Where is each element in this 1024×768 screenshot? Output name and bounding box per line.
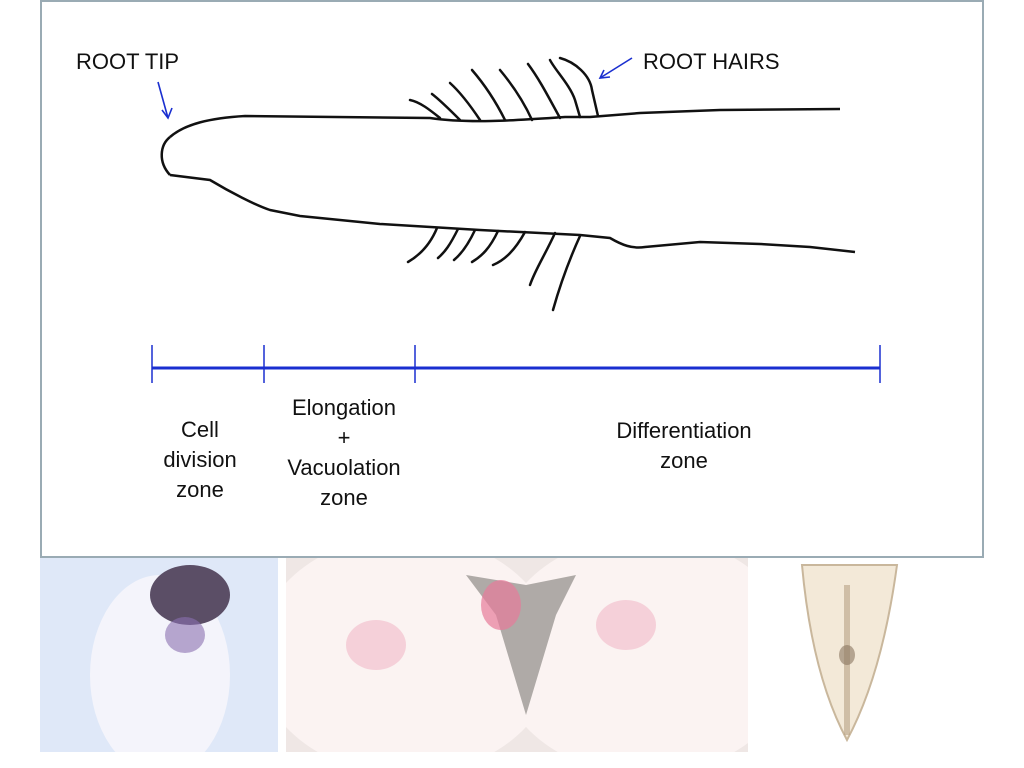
elongation-zone-label: Elongation + Vacuolation zone bbox=[287, 395, 401, 510]
zone-scale-bar bbox=[151, 345, 881, 383]
diagram-panel bbox=[40, 0, 984, 558]
differentiation-zone-label: Differentiation zone bbox=[616, 418, 752, 473]
background-photo-seedling bbox=[40, 555, 278, 752]
root-tip-outline bbox=[160, 136, 171, 176]
background-photo-root-section bbox=[772, 555, 932, 755]
root-hairs-label: ROOT HAIRS bbox=[643, 49, 780, 74]
background-photo-embryo bbox=[286, 555, 748, 752]
root-hairs-upper bbox=[408, 56, 600, 122]
cell-division-zone-label: Cell division zone bbox=[163, 417, 237, 502]
root-outline-upper bbox=[169, 107, 841, 138]
root-outline-lower bbox=[169, 173, 856, 254]
root-tip-label: ROOT TIP bbox=[76, 49, 180, 74]
root-hairs-arrow bbox=[598, 57, 633, 79]
root-hairs-lower bbox=[406, 226, 582, 312]
root-tip-arrow bbox=[157, 81, 173, 120]
